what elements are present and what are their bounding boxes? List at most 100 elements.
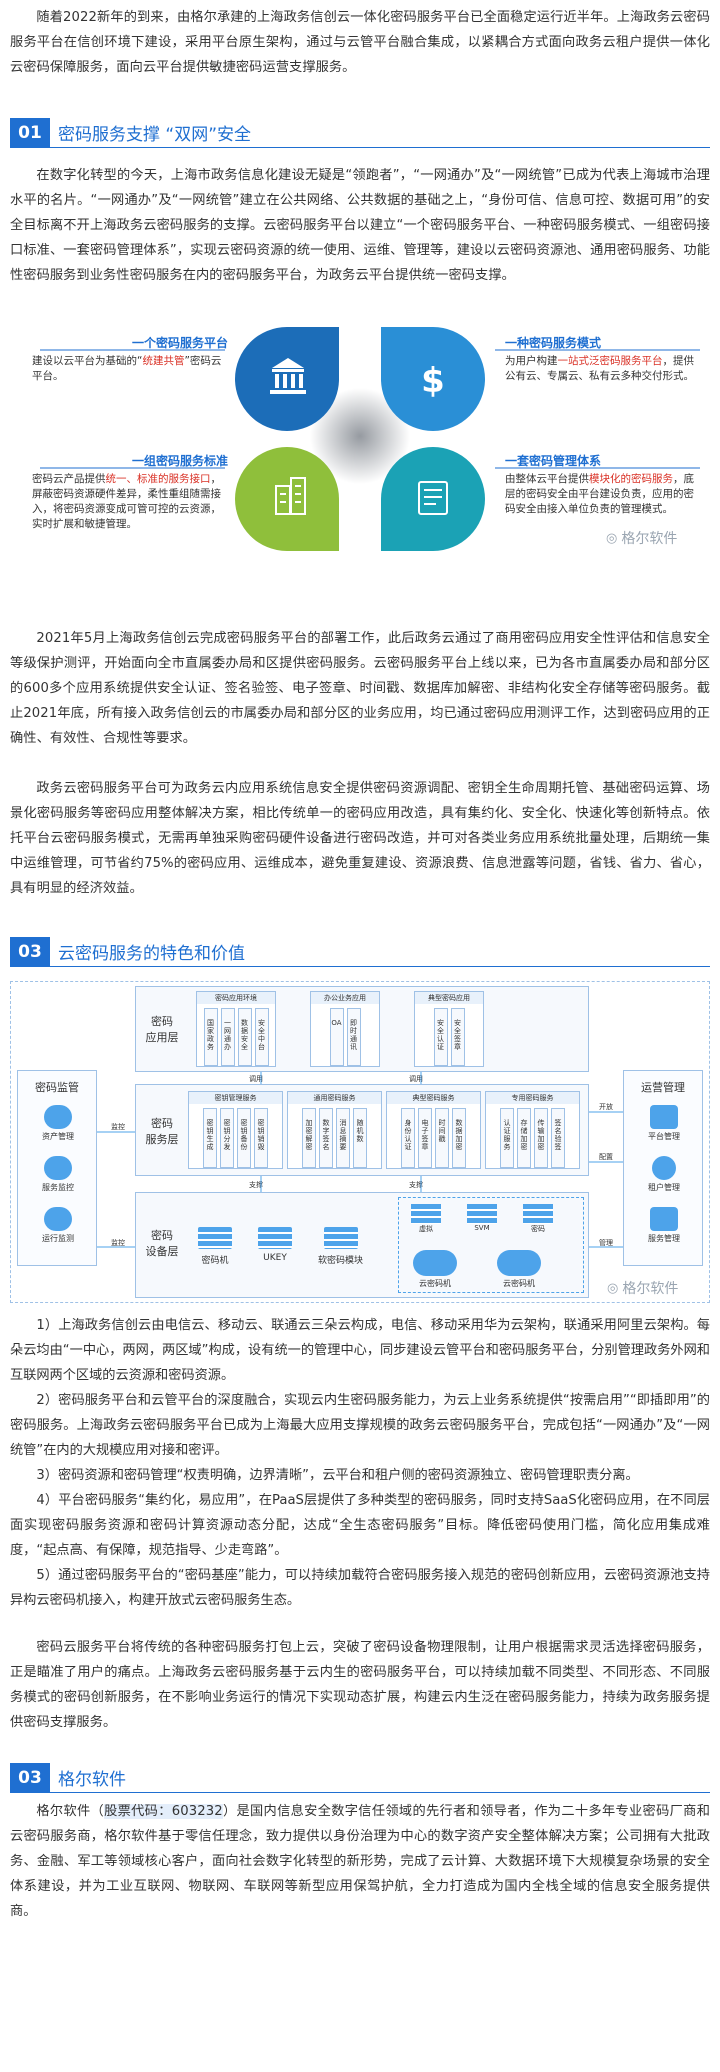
pillar-br-title: 一套密码管理体系 xyxy=(505,454,602,468)
list-item: 3）密码资源和密码管理“权责明确，边界清晰”，云平台和租户侧的密码资源独立、密码… xyxy=(36,1468,639,1483)
svc-box-title: 通用密码服务 xyxy=(288,1092,381,1104)
arrow-label: 支撑 xyxy=(409,1181,423,1189)
svc-box: 密钥管理服务密钥生成密钥分发密钥备份密钥销毁 xyxy=(188,1091,283,1169)
svc-box-title: 密钥管理服务 xyxy=(189,1092,282,1104)
svc-box-column: 密钥分发 xyxy=(220,1108,234,1168)
pillar-br-desc: 由整体云平台提供模块化的密码服务，底层的密码安全由平台建设负责，应用的密码安全由… xyxy=(505,473,694,515)
app-box-column: 即时通讯 xyxy=(346,1008,361,1066)
svc-box-column: 密钥生成 xyxy=(203,1108,217,1168)
dollar-icon: $ xyxy=(421,361,445,401)
section-title: 格尔软件 xyxy=(58,1770,126,1790)
svc-box-column: 传输加密 xyxy=(534,1108,548,1168)
server-icon xyxy=(198,1227,232,1249)
pillar-bl-title: 一组密码服务标准 xyxy=(131,454,228,468)
svc-box-column: 消息摘要 xyxy=(336,1108,350,1168)
quad-petal-bl xyxy=(235,447,339,551)
server-icon xyxy=(323,1227,358,1249)
app-box-title: 密码应用环境 xyxy=(197,992,275,1004)
company-paragraph: 格尔软件（股票代码：603232）是国内信息安全数字信任领域的先行者和领导者，作… xyxy=(10,1804,710,1919)
svc-box-column: 数据加密 xyxy=(452,1108,466,1168)
arrow-label: 管理 xyxy=(599,1239,613,1247)
section1-paragraph: 在数字化转型的今天，上海市政务信息化建设无疑是“领跑者”，“一网通办”及“一网统… xyxy=(10,168,710,283)
app-box-column: 安全签章 xyxy=(450,1008,465,1066)
supervision-panel: 密码监管 资产管理 服务监控 运行监测 xyxy=(17,1070,97,1266)
app-box-column: 安全中台 xyxy=(254,1008,269,1066)
architecture-diagram: 密码监管 资产管理 服务监控 运行监测 运营管理 平台管理 租户管理 服务管理 xyxy=(10,981,710,1303)
monitor-icon xyxy=(44,1156,72,1180)
svc-box: 通用密码服务加密解密数字签名消息摘要随机数 xyxy=(287,1091,382,1169)
ops-icon xyxy=(44,1207,72,1231)
app-box-column: 国家政务 xyxy=(203,1008,218,1066)
svc-box-title: 专用密码服务 xyxy=(486,1092,579,1104)
service-icon xyxy=(650,1207,678,1231)
svc-box-column: 密钥销毁 xyxy=(254,1108,268,1168)
intro-block: 随着2022新年的到来，由格尔承建的上海政务信创云一体化密码服务平台已全面稳定运… xyxy=(10,0,710,80)
arrow-label: 监控 xyxy=(111,1123,125,1131)
arrow-label: 调用 xyxy=(409,1075,423,1083)
quad-petal-tr xyxy=(381,327,485,431)
svc-box-column: 时间戳 xyxy=(435,1108,449,1168)
section-number: 01 xyxy=(10,118,50,147)
app-box: 密码应用环境国家政务一网通办数据安全安全中台 xyxy=(196,991,276,1067)
feature-list: 1）上海政务信创云由电信云、移动云、联通云三朵云构成，电信、移动采用华为云架构，… xyxy=(10,1313,710,1613)
device-layer-label: 密码 设备层 xyxy=(145,1229,179,1258)
device-item: 密码机 xyxy=(198,1227,232,1266)
svc-box-column: 电子签章 xyxy=(418,1108,432,1168)
quad-graphic: $ xyxy=(40,327,700,551)
supervision-title: 密码监管 xyxy=(35,1081,79,1094)
svc-box-column: 密钥备份 xyxy=(237,1108,251,1168)
app-box-column: 数据安全 xyxy=(237,1008,252,1066)
app-layer-label: 密码 应用层 xyxy=(145,1015,179,1044)
device-list: 密码机 UKEY 软密码模块 xyxy=(198,1227,363,1266)
pillar-bl: 一组密码服务标准 xyxy=(88,452,228,469)
document-icon xyxy=(418,481,448,515)
tenant-icon xyxy=(652,1156,676,1180)
stock-code: 股票代码：603232 xyxy=(104,1804,223,1819)
arrow-label: 配置 xyxy=(599,1153,613,1161)
list-item: 4）平台密码服务“集约化，易应用”，在PaaS层提供了多种类型的密码服务，同时支… xyxy=(10,1493,710,1558)
service-layer: 密码 服务层 密钥管理服务密钥生成密钥分发密钥备份密钥销毁通用密码服务加密解密数… xyxy=(135,1084,589,1176)
svg-text:$: $ xyxy=(421,361,445,401)
quad-petal-br xyxy=(381,447,485,551)
svc-box: 典型密码服务身份认证电子签章时间戳数据加密 xyxy=(386,1091,481,1169)
vm-icon xyxy=(411,1204,441,1224)
bank-icon xyxy=(270,358,306,394)
intro-paragraph: 随着2022新年的到来，由格尔承建的上海政务信创云一体化密码服务平台已全面稳定运… xyxy=(10,10,710,75)
building-icon xyxy=(275,477,306,515)
list-item: 2）密码服务平台和云管平台的深度融合，实现云内生密码服务能力，为云上业务系统提供… xyxy=(10,1393,710,1458)
vm-icon xyxy=(523,1204,553,1224)
arrow-label: 支撑 xyxy=(249,1181,263,1189)
article: 随着2022新年的到来，由格尔承建的上海政务信创云一体化密码服务平台已全面稳定运… xyxy=(10,0,710,1919)
pillar-tr-desc: 为用户构建一站式泛密码服务平台，提供公有云、专属云、私有云多种交付形式。 xyxy=(505,355,694,382)
cloud-icon xyxy=(497,1250,541,1276)
app-box-column: 安全认证 xyxy=(433,1008,448,1066)
pillar-tr-title: 一种密码服务模式 xyxy=(505,336,602,350)
device-item: UKEY xyxy=(258,1227,292,1266)
operation-title: 运营管理 xyxy=(641,1081,685,1094)
wechat-icon: ◎ xyxy=(607,1280,619,1296)
section-header-1: 01 密码服务支撑 “双网”安全 xyxy=(10,118,710,148)
pillar-tl-title: 一个密码服务平台 xyxy=(131,336,228,350)
watermark: ◎ 格尔软件 xyxy=(606,530,678,548)
pillar-tr: 一种密码服务模式 xyxy=(505,334,695,351)
app-box-title: 典型密码应用 xyxy=(415,992,483,1004)
svc-box-column: 认证服务 xyxy=(500,1108,514,1168)
operation-panel: 运营管理 平台管理 租户管理 服务管理 xyxy=(623,1070,703,1266)
platform-icon xyxy=(650,1105,678,1129)
svc-box-column: 数字签名 xyxy=(319,1108,333,1168)
cloud-hsm: 云密码机 xyxy=(413,1250,457,1289)
arrow-label: 开放 xyxy=(599,1103,613,1111)
pillar-bl-desc: 密码云产品提供统一、标准的服务接口，屏蔽密码资源硬件差异，柔性重组随需接入，将密… xyxy=(32,473,221,530)
server-icon xyxy=(258,1227,292,1249)
pillar-br: 一套密码管理体系 xyxy=(505,452,695,469)
list-item: 5）通过密码服务平台的“密码基座”能力，可以持续加载符合密码服务接入规范的密码创… xyxy=(10,1568,710,1608)
section1-paragraph-2: 2021年5月上海政务信创云完成密码服务平台的部署工作，此后政务云通过了商用密码… xyxy=(10,631,710,746)
cloud-crypto-pool: 虚拟 SVM 密码 云密码机 xyxy=(398,1197,584,1293)
svc-box: 专用密码服务认证服务存储加密传输加密签名验签 xyxy=(485,1091,580,1169)
svc-box-column: 存储加密 xyxy=(517,1108,531,1168)
svc-box-title: 典型密码服务 xyxy=(387,1092,480,1104)
section-header-2: 03 云密码服务的特色和价值 xyxy=(10,937,710,967)
service-layer-label: 密码 服务层 xyxy=(145,1117,179,1146)
